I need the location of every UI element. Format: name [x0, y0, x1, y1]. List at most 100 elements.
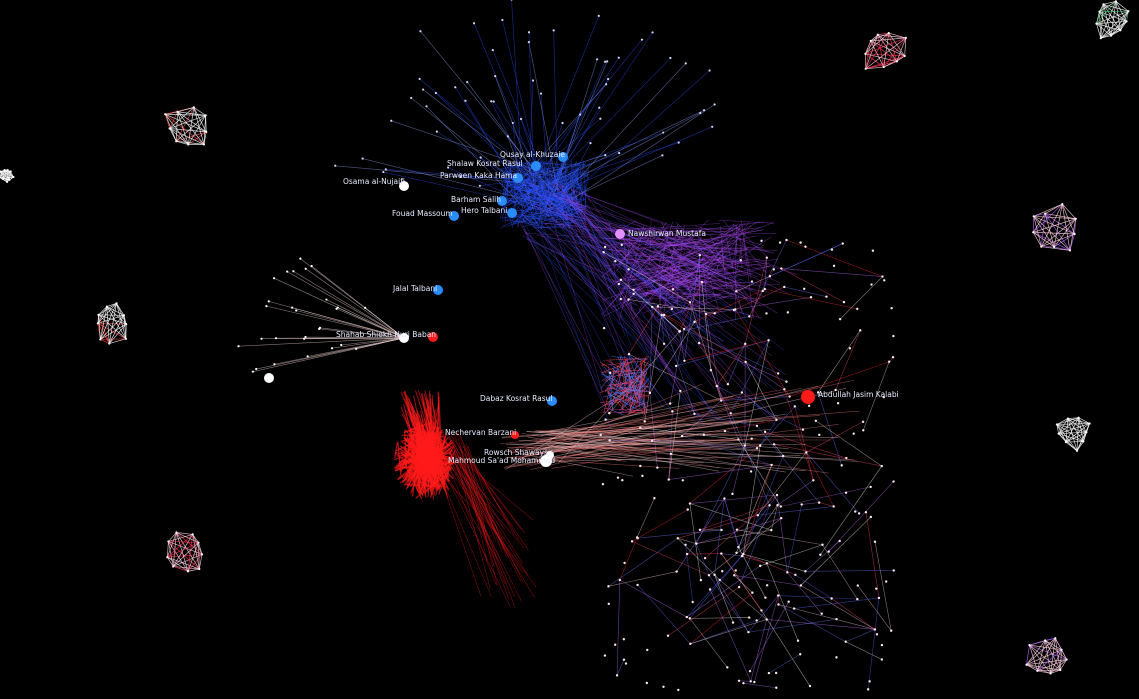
- node[interactable]: [854, 510, 857, 513]
- node[interactable]: [821, 543, 824, 546]
- node[interactable]: [447, 166, 450, 169]
- node[interactable]: [875, 633, 879, 636]
- node[interactable]: [630, 540, 634, 543]
- node[interactable]: [115, 302, 118, 305]
- node[interactable]: [726, 666, 729, 669]
- node[interactable]: [202, 143, 206, 146]
- node[interactable]: [776, 372, 780, 375]
- node[interactable]: [685, 552, 689, 556]
- node[interactable]: [1059, 668, 1062, 672]
- node[interactable]: [96, 322, 99, 325]
- node[interactable]: [844, 491, 848, 494]
- node[interactable]: [756, 514, 759, 517]
- node[interactable]: [772, 268, 776, 271]
- node-abdulla[interactable]: [801, 390, 815, 404]
- node[interactable]: [892, 569, 895, 572]
- node[interactable]: [527, 31, 531, 34]
- node[interactable]: [856, 584, 859, 587]
- node[interactable]: [693, 412, 696, 416]
- node[interactable]: [767, 339, 770, 342]
- node[interactable]: [767, 671, 771, 675]
- node[interactable]: [286, 270, 289, 273]
- node[interactable]: [1109, 34, 1113, 37]
- node[interactable]: [603, 60, 607, 63]
- node[interactable]: [671, 410, 674, 413]
- node[interactable]: [618, 151, 621, 155]
- node[interactable]: [274, 337, 278, 340]
- node[interactable]: [749, 470, 753, 473]
- node[interactable]: [862, 429, 865, 432]
- node[interactable]: [273, 363, 276, 366]
- node[interactable]: [627, 298, 630, 301]
- node[interactable]: [627, 352, 631, 356]
- node[interactable]: [880, 643, 884, 647]
- node[interactable]: [677, 688, 680, 692]
- node[interactable]: [684, 543, 687, 546]
- node[interactable]: [645, 681, 649, 685]
- node[interactable]: [842, 300, 846, 304]
- node[interactable]: [617, 282, 621, 286]
- node[interactable]: [864, 67, 867, 70]
- node[interactable]: [774, 671, 778, 675]
- node[interactable]: [695, 542, 698, 545]
- node[interactable]: [880, 464, 883, 468]
- node[interactable]: [410, 96, 413, 100]
- node[interactable]: [698, 528, 702, 532]
- node[interactable]: [1061, 203, 1064, 206]
- node[interactable]: [718, 578, 721, 582]
- node[interactable]: [814, 419, 818, 422]
- node[interactable]: [97, 313, 100, 316]
- node[interactable]: [608, 371, 612, 375]
- node[interactable]: [491, 48, 494, 52]
- node[interactable]: [1102, 3, 1105, 6]
- node[interactable]: [478, 184, 481, 187]
- node[interactable]: [1073, 232, 1076, 236]
- node[interactable]: [796, 639, 800, 642]
- node[interactable]: [674, 364, 678, 368]
- node-shalaw[interactable]: [531, 161, 541, 171]
- node[interactable]: [166, 556, 169, 559]
- node[interactable]: [1075, 449, 1079, 452]
- node[interactable]: [688, 617, 691, 620]
- node[interactable]: [0, 170, 2, 173]
- node[interactable]: [748, 669, 752, 673]
- node[interactable]: [605, 83, 608, 86]
- node[interactable]: [835, 617, 838, 621]
- node[interactable]: [678, 330, 681, 333]
- node[interactable]: [747, 616, 751, 619]
- node[interactable]: [1, 177, 4, 180]
- node-jalal[interactable]: [433, 285, 443, 295]
- node[interactable]: [1053, 245, 1056, 249]
- node[interactable]: [167, 540, 170, 543]
- node[interactable]: [708, 588, 712, 591]
- node[interactable]: [765, 618, 768, 621]
- node[interactable]: [800, 503, 803, 506]
- node[interactable]: [885, 580, 888, 583]
- node[interactable]: [755, 446, 759, 450]
- node[interactable]: [640, 38, 644, 41]
- node[interactable]: [686, 508, 689, 511]
- node[interactable]: [700, 280, 704, 284]
- node[interactable]: [251, 370, 254, 373]
- node[interactable]: [619, 297, 623, 301]
- node[interactable]: [794, 573, 797, 577]
- node[interactable]: [817, 501, 821, 504]
- node[interactable]: [340, 343, 343, 347]
- node-nawshirwan[interactable]: [615, 229, 625, 239]
- node[interactable]: [882, 65, 885, 69]
- node[interactable]: [667, 478, 670, 481]
- node[interactable]: [765, 584, 769, 587]
- node[interactable]: [303, 337, 306, 340]
- node[interactable]: [618, 578, 622, 582]
- node[interactable]: [1119, 29, 1122, 32]
- node[interactable]: [892, 334, 895, 338]
- node[interactable]: [643, 420, 646, 423]
- node[interactable]: [763, 430, 767, 434]
- node[interactable]: [786, 571, 789, 574]
- node[interactable]: [519, 117, 523, 121]
- node[interactable]: [742, 681, 745, 685]
- node[interactable]: [869, 485, 872, 489]
- node[interactable]: [646, 648, 649, 652]
- node[interactable]: [788, 395, 791, 398]
- node[interactable]: [903, 54, 906, 58]
